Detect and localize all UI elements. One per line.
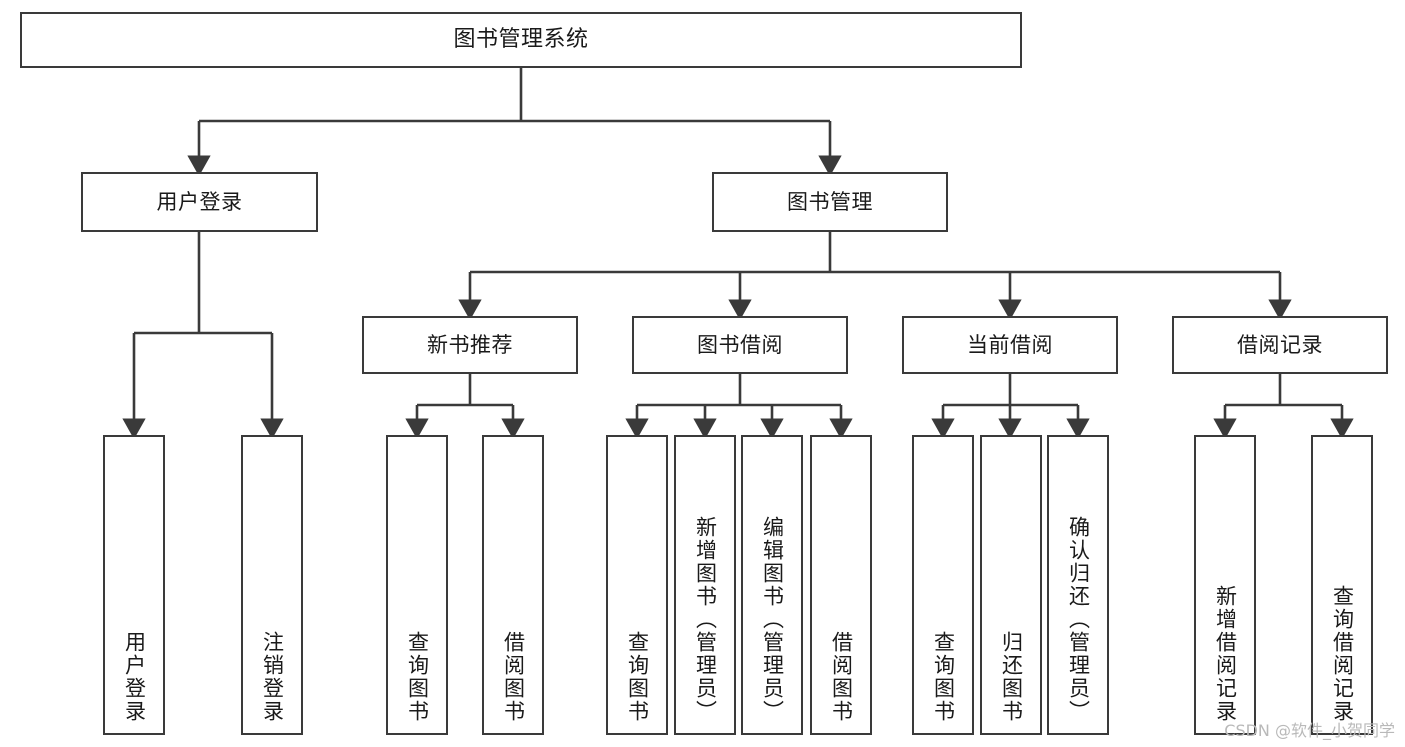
leaf-user-login[interactable]: 用户登录 <box>103 435 165 735</box>
node-label: 用户登录 <box>156 189 243 214</box>
node-label: 新增图书（管理员） <box>693 516 718 723</box>
node-label: 图书管理系统 <box>453 27 589 53</box>
node-label: 注销登录 <box>260 631 285 723</box>
node-label: 查询图书 <box>931 631 956 723</box>
node-root-system[interactable]: 图书管理系统 <box>20 12 1022 68</box>
leaf-borrow-borrow-book[interactable]: 借阅图书 <box>810 435 872 735</box>
leaf-current-return-book[interactable]: 归还图书 <box>980 435 1042 735</box>
leaf-borrow-query-book[interactable]: 查询图书 <box>606 435 668 735</box>
node-label: 查询借阅记录 <box>1330 585 1355 723</box>
node-borrow-record[interactable]: 借阅记录 <box>1172 316 1388 374</box>
node-label: 图书管理 <box>787 189 873 214</box>
leaf-record-query-borrow-record[interactable]: 查询借阅记录 <box>1311 435 1373 735</box>
node-label: 借阅图书 <box>501 631 526 723</box>
leaf-borrow-edit-book-admin[interactable]: 编辑图书（管理员） <box>741 435 803 735</box>
node-label: 当前借阅 <box>967 332 1053 357</box>
node-new-book-recommend[interactable]: 新书推荐 <box>362 316 578 374</box>
leaf-recommend-query-book[interactable]: 查询图书 <box>386 435 448 735</box>
node-label: 借阅图书 <box>829 631 854 723</box>
leaf-user-logout[interactable]: 注销登录 <box>241 435 303 735</box>
node-label: 借阅记录 <box>1237 332 1323 357</box>
node-label: 归还图书 <box>999 631 1024 723</box>
leaf-borrow-add-book-admin[interactable]: 新增图书（管理员） <box>674 435 736 735</box>
leaf-current-confirm-return-admin[interactable]: 确认归还（管理员） <box>1047 435 1109 735</box>
node-label: 用户登录 <box>122 631 147 723</box>
node-book-borrow[interactable]: 图书借阅 <box>632 316 848 374</box>
node-label: 编辑图书（管理员） <box>760 516 785 723</box>
node-current-borrow[interactable]: 当前借阅 <box>902 316 1118 374</box>
node-label: 图书借阅 <box>697 332 783 357</box>
leaf-recommend-borrow-book[interactable]: 借阅图书 <box>482 435 544 735</box>
leaf-current-query-book[interactable]: 查询图书 <box>912 435 974 735</box>
leaf-record-add-borrow-record[interactable]: 新增借阅记录 <box>1194 435 1256 735</box>
node-label: 查询图书 <box>405 631 430 723</box>
csdn-watermark: CSDN @软件_小贺同学 <box>1224 721 1395 740</box>
node-label: 新增借阅记录 <box>1213 585 1238 723</box>
node-label: 新书推荐 <box>427 332 513 357</box>
node-book-management[interactable]: 图书管理 <box>712 172 948 232</box>
node-user-login[interactable]: 用户登录 <box>81 172 318 232</box>
node-label: 查询图书 <box>625 631 650 723</box>
node-label: 确认归还（管理员） <box>1066 516 1091 723</box>
